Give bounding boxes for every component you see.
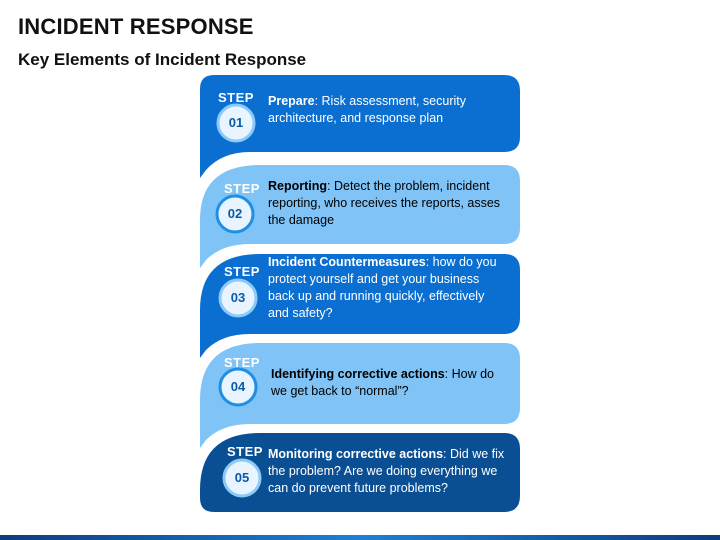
step-box-1 — [200, 75, 520, 178]
step-label-2: STEP — [224, 181, 260, 196]
step-description-5: : Did we fix the problem? Are we doing e… — [268, 447, 505, 495]
step-number-5: 05 — [234, 470, 250, 485]
step-text-2: Reporting: Detect the problem, incident … — [268, 178, 506, 229]
page-title: INCIDENT RESPONSE — [18, 14, 254, 39]
step-heading-5: Monitoring corrective actions — [268, 447, 444, 461]
step-text-5: Monitoring corrective actions: Did we fi… — [268, 446, 506, 497]
step-text-1: Prepare: Risk assessment, security archi… — [268, 93, 506, 127]
page-subtitle: Key Elements of Incident Response — [18, 50, 307, 69]
step-heading-2: Reporting — [268, 179, 328, 193]
step-box-3 — [200, 254, 520, 358]
step-label-4: STEP — [224, 355, 260, 370]
step-number-2: 02 — [227, 206, 243, 221]
step-number-1: 01 — [228, 115, 244, 130]
footer-bar — [0, 535, 720, 540]
step-circle-2 — [215, 194, 255, 234]
step-description-3: : how do you protect yourself and get yo… — [268, 255, 497, 320]
step-circle-5 — [222, 458, 262, 498]
step-label-3: STEP — [224, 264, 260, 279]
step-label-5: STEP — [227, 444, 263, 459]
step-text-3: Incident Countermeasures: how do you pro… — [268, 254, 506, 322]
step-description-4: : How do we get back to “normal”? — [271, 367, 495, 398]
step-circle-1 — [216, 103, 256, 143]
step-box-5 — [200, 433, 520, 512]
step-heading-1: Prepare — [268, 94, 315, 108]
step-description-1: : Risk assessment, security architecture… — [268, 94, 466, 125]
step-number-3: 03 — [230, 290, 246, 305]
step-heading-3: Incident Countermeasures — [268, 255, 426, 269]
step-heading-4: Identifying corrective actions — [271, 367, 445, 381]
step-text-4: Identifying corrective actions: How do w… — [271, 366, 509, 400]
step-circle-4 — [218, 367, 258, 407]
step-box-2 — [200, 165, 520, 268]
step-label-1: STEP — [218, 90, 254, 105]
step-circle-3 — [218, 278, 258, 318]
step-number-4: 04 — [230, 379, 246, 394]
step-description-2: : Detect the problem, incident reporting… — [268, 179, 501, 227]
step-box-4 — [200, 343, 520, 448]
